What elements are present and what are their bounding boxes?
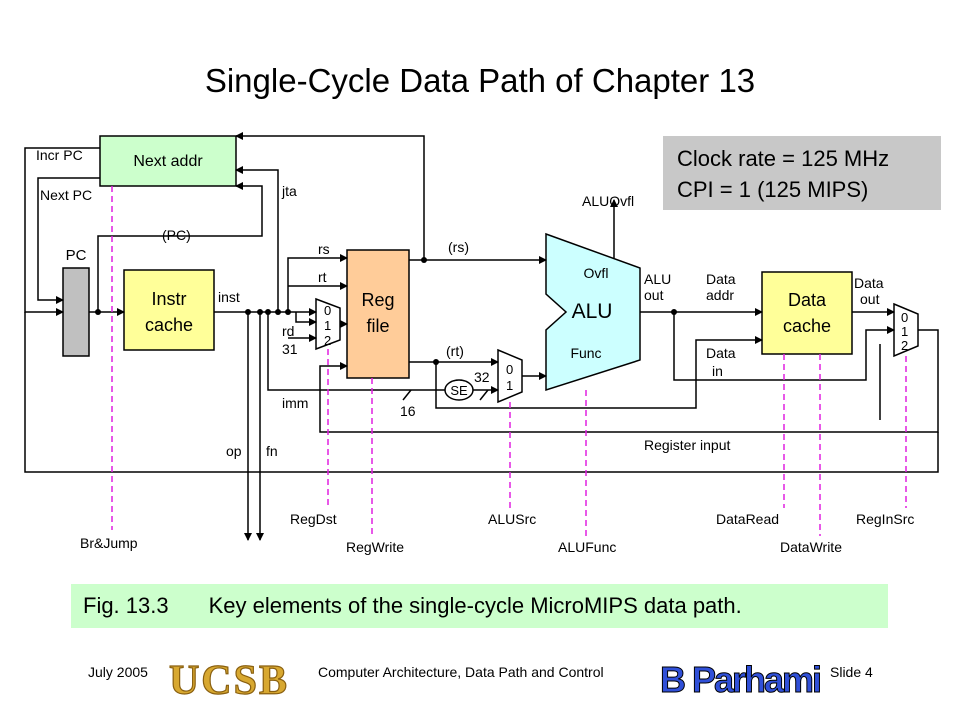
alusrc-signal: ALUSrc	[488, 511, 536, 527]
rt-label: rt	[318, 269, 327, 285]
reg-file-label-2: file	[366, 316, 389, 336]
reginsrc-mux-1: 1	[901, 324, 908, 339]
register-input-label: Register input	[644, 437, 730, 453]
figure-number: Fig. 13.3	[83, 593, 169, 618]
alu-out-label-2: out	[644, 287, 664, 303]
br-jump-signal: Br&Jump	[80, 535, 138, 551]
alusrc-mux	[497, 348, 523, 404]
footer-course: Computer Architecture, Data Path and Con…	[318, 664, 604, 680]
n32-label: 32	[474, 369, 490, 385]
reginsrc-mux-2: 2	[901, 338, 908, 353]
n31-label: 31	[282, 341, 298, 357]
figure-caption: Fig. 13.3 Key elements of the single-cycl…	[71, 584, 888, 628]
slide-title: Single-Cycle Data Path of Chapter 13	[204, 62, 756, 99]
footer-slide-number: Slide 4	[830, 664, 873, 680]
bus-tick-16	[402, 389, 412, 401]
clock-rate-box: Clock rate = 125 MHz CPI = 1 (125 MIPS)	[663, 136, 941, 210]
regdst-signal: RegDst	[290, 511, 337, 527]
reginsrc-signal: RegInSrc	[856, 511, 914, 527]
data-addr-label-1: Data	[706, 271, 736, 287]
svg-text:UCSB: UCSB	[169, 658, 289, 704]
cpi-text: CPI = 1 (125 MIPS)	[677, 177, 869, 202]
regdst-mux-1: 1	[324, 318, 331, 333]
data-cache-label-1: Data	[788, 290, 827, 310]
incr-pc-label: Incr PC	[36, 147, 83, 163]
regwrite-signal: RegWrite	[346, 539, 404, 555]
alu-block	[545, 232, 641, 392]
regdst-mux-0: 0	[324, 303, 331, 318]
pc-register	[62, 267, 90, 357]
data-cache-label-2: cache	[783, 316, 831, 336]
alu-func-label: Func	[570, 345, 601, 361]
data-cache-block	[761, 271, 853, 355]
fn-label: fn	[266, 443, 278, 459]
next-addr-block	[99, 135, 237, 187]
data-out-label-2: out	[860, 291, 880, 307]
next-addr-label: Next addr	[133, 153, 203, 170]
regdst-mux	[315, 297, 341, 351]
svg-text:B Parhami: B Parhami	[660, 659, 820, 700]
datawrite-signal: DataWrite	[780, 539, 842, 555]
next-pc-label: Next PC	[40, 187, 92, 203]
inst-label: inst	[218, 289, 240, 305]
alu-out-label-1: ALU	[644, 271, 671, 287]
ucsb-logo: UCSB	[168, 656, 289, 705]
instr-cache-label-2: cache	[145, 315, 193, 335]
jta-label: jta	[281, 183, 297, 199]
pc-label: PC	[66, 247, 87, 264]
reginsrc-mux-0: 0	[901, 310, 908, 325]
pc-paren-label: (PC)	[162, 227, 191, 243]
data-in-label-1: Data	[706, 345, 736, 361]
regdst-mux-2: 2	[324, 333, 331, 348]
rt-paren-label: (rt)	[446, 343, 464, 359]
footer-date: July 2005	[88, 664, 148, 680]
se-label: SE	[450, 383, 468, 398]
author-logo: B Parhami	[659, 659, 822, 701]
alusrc-mux-0: 0	[506, 362, 513, 377]
reg-file-label-1: Reg	[361, 290, 394, 310]
wire-junctions	[95, 257, 677, 365]
imm-label: imm	[282, 395, 308, 411]
clock-rate-text: Clock rate = 125 MHz	[677, 146, 890, 171]
reg-file-block	[346, 249, 410, 379]
datapath-wires	[24, 132, 939, 541]
alusrc-mux-1: 1	[506, 378, 513, 393]
n16-label: 16	[400, 403, 416, 419]
rs-label: rs	[318, 241, 330, 257]
rd-label: rd	[282, 323, 294, 339]
figure-caption-text: Key elements of the single-cycle MicroMI…	[208, 593, 742, 618]
dataread-signal: DataRead	[716, 511, 779, 527]
data-in-label-2: in	[712, 363, 723, 379]
op-label: op	[226, 443, 242, 459]
instr-cache-block	[123, 269, 215, 351]
bus-tick-32	[479, 389, 489, 401]
data-addr-label-2: addr	[706, 287, 734, 303]
data-out-label-1: Data	[854, 275, 884, 291]
reginsrc-mux	[893, 302, 919, 358]
control-lines	[111, 186, 907, 536]
alu-ovfl-label: Ovfl	[584, 265, 609, 281]
alu-ovfl-out-label: ALUOvfl	[582, 193, 634, 209]
alu-label: ALU	[572, 300, 613, 323]
alufunc-signal: ALUFunc	[558, 539, 616, 555]
instr-cache-label-1: Instr	[151, 289, 186, 309]
rs-paren-label: (rs)	[448, 239, 469, 255]
